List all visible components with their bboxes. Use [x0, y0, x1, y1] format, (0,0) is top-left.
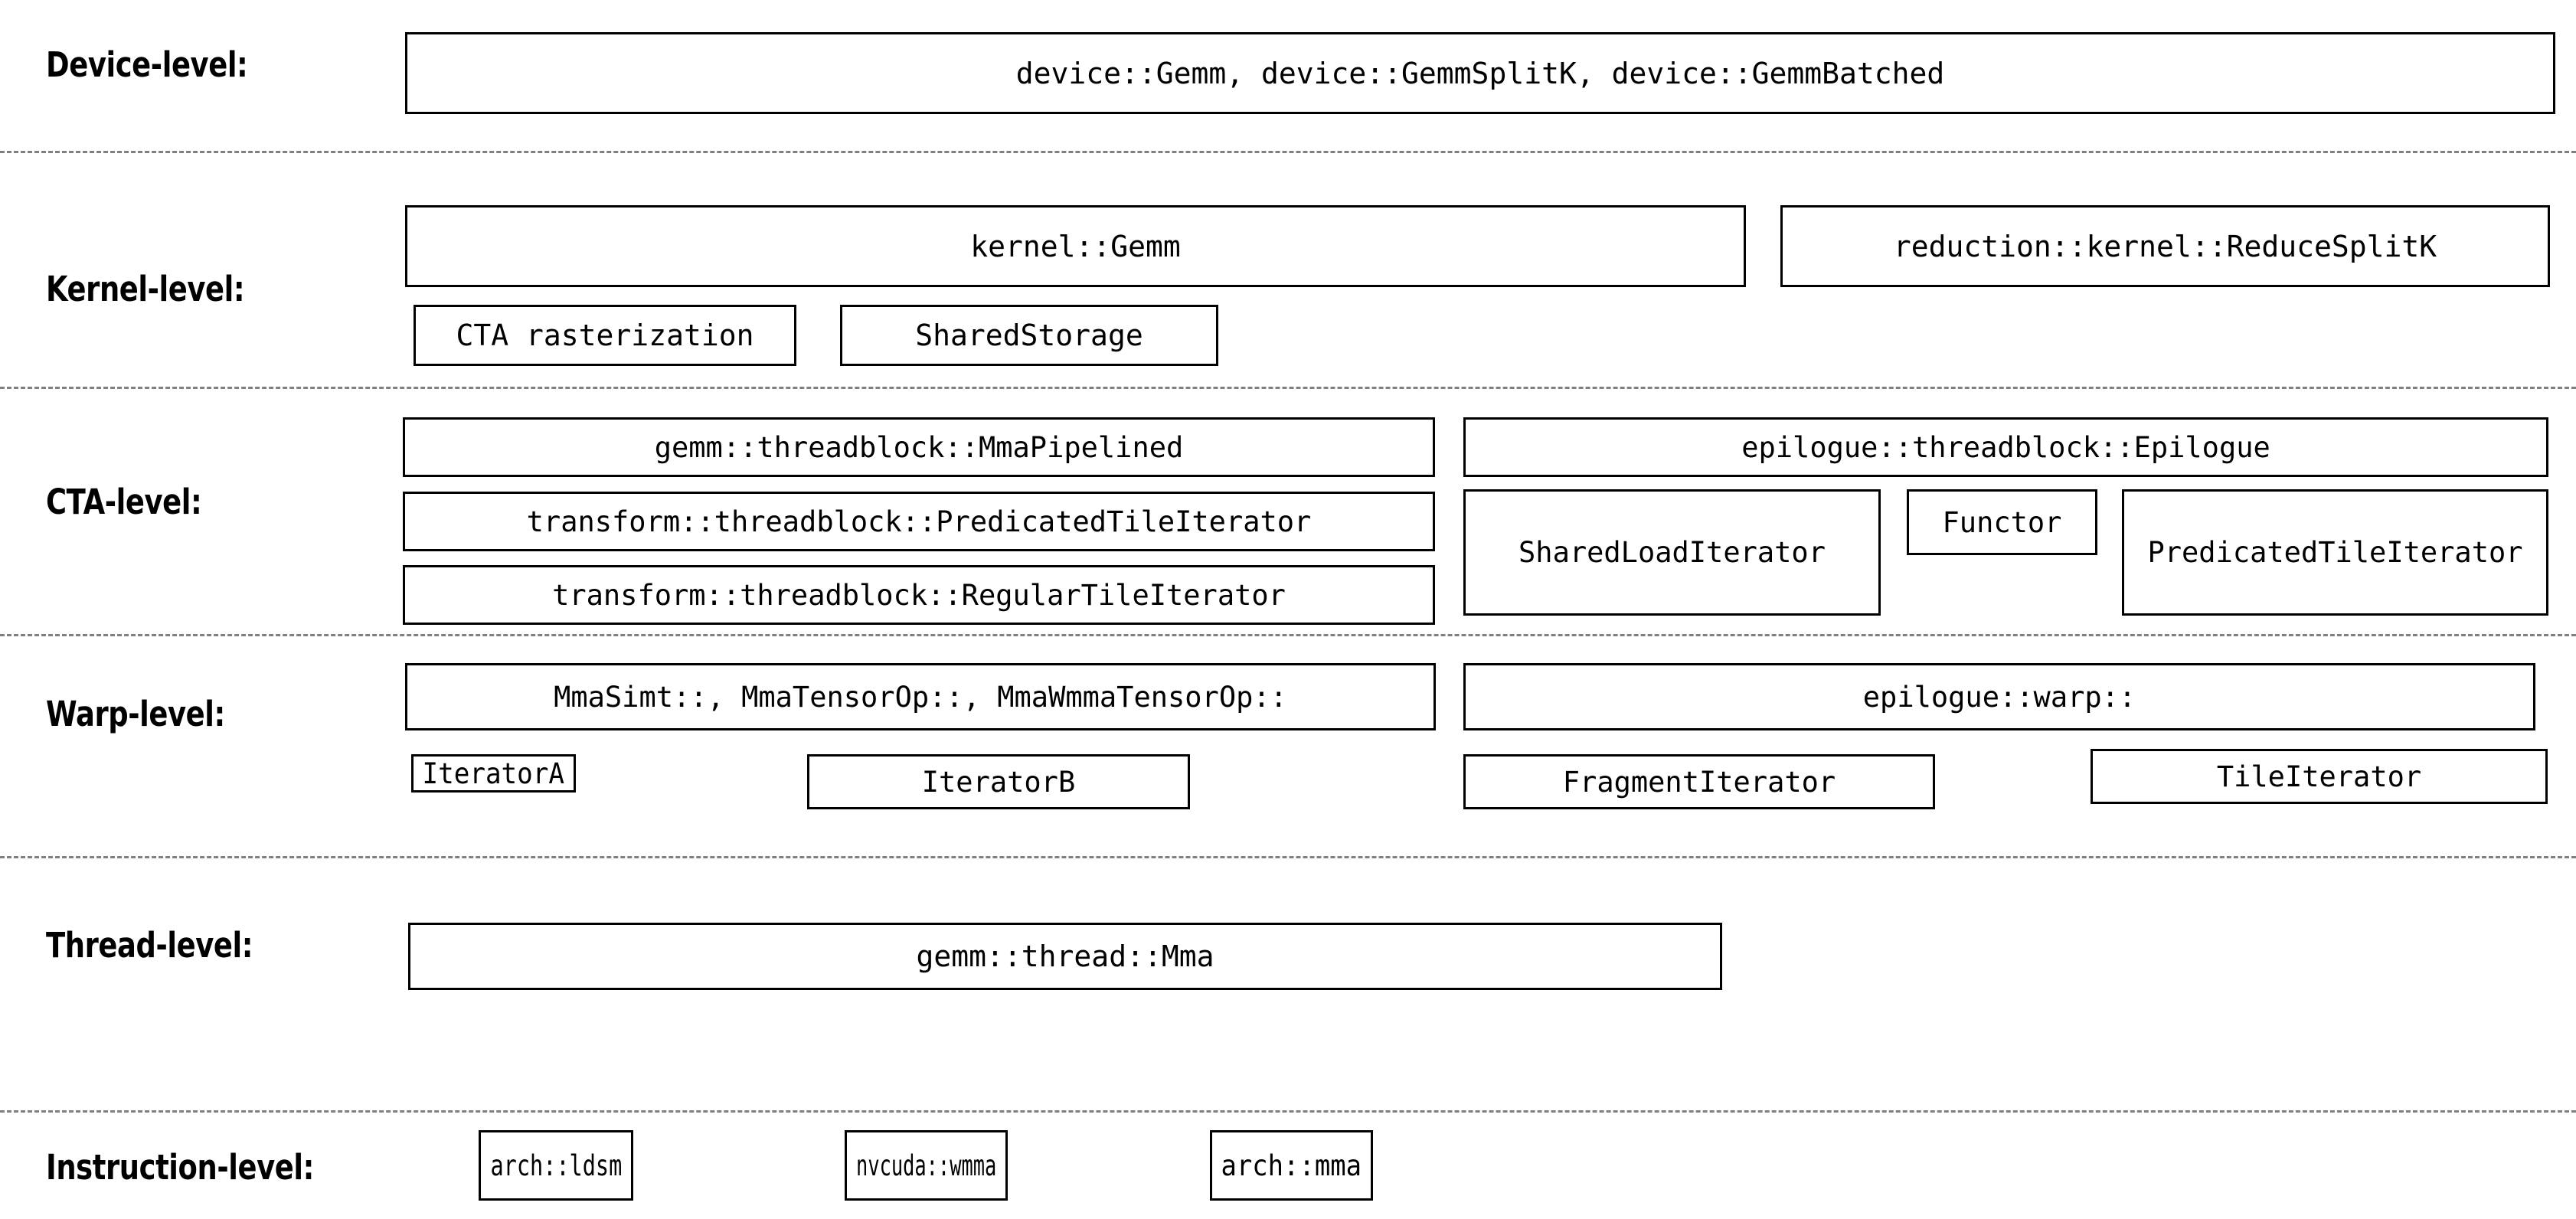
box-device-gemm-label: device::Gemm, device::GemmSplitK, device… [1015, 56, 1945, 90]
row-label-thread-level: Thread-level: [46, 925, 253, 966]
box-gemm-thread-mma[interactable]: gemm::thread::Mma [408, 923, 1722, 990]
box-cta-rasterization[interactable]: CTA rasterization [414, 305, 796, 366]
box-warp-mma-ops[interactable]: MmaSimt::, MmaTensorOp::, MmaWmmaTensorO… [405, 663, 1436, 730]
box-nvcuda-wmma[interactable]: nvcuda::wmma [845, 1130, 1008, 1201]
box-fragmentiterator-label: FragmentIterator [1562, 765, 1836, 799]
box-warp-mma-ops-label: MmaSimt::, MmaTensorOp::, MmaWmmaTensorO… [554, 680, 1287, 714]
box-fragmentiterator[interactable]: FragmentIterator [1463, 754, 1935, 809]
row-label-instruction-level: Instruction-level: [46, 1147, 314, 1188]
box-sharedloaditerator-label: SharedLoadIterator [1518, 536, 1826, 569]
box-iteratorb[interactable]: IteratorB [807, 754, 1190, 809]
box-iteratora[interactable]: IteratorA [411, 754, 576, 793]
box-epilogue-predicatedtileiterator[interactable]: PredicatedTileIterator [2122, 489, 2548, 616]
separator-device-kernel [0, 151, 2576, 153]
box-sharedstorage-label: SharedStorage [915, 319, 1143, 352]
box-kernel-gemm-label: kernel::Gemm [970, 229, 1181, 263]
box-reduction-kernel-reducesplitk-label: reduction::kernel::ReduceSplitK [1893, 229, 2437, 263]
box-arch-ldsm[interactable]: arch::ldsm [479, 1130, 633, 1201]
box-transform-threadblock-regulartileiterator[interactable]: transform::threadblock::RegularTileItera… [403, 565, 1435, 625]
box-epilogue-warp-label: epilogue::warp:: [1862, 680, 2136, 714]
box-tileiterator[interactable]: TileIterator [2091, 749, 2548, 804]
separator-cta-warp [0, 634, 2576, 636]
box-nvcuda-wmma-label: nvcuda::wmma [855, 1149, 997, 1182]
box-gemm-thread-mma-label: gemm::thread::Mma [916, 940, 1214, 973]
box-functor-label: Functor [1942, 505, 2062, 539]
box-gemm-threadblock-mmapipelined-label: gemm::threadblock::MmaPipelined [654, 430, 1184, 464]
row-label-device-level: Device-level: [46, 44, 248, 85]
box-transform-threadblock-predicatedtileiterator-label: transform::threadblock::PredicatedTileIt… [526, 505, 1312, 538]
box-arch-mma-label: arch::mma [1221, 1149, 1362, 1182]
box-epilogue-threadblock-epilogue-label: epilogue::threadblock::Epilogue [1741, 430, 2270, 464]
box-cta-rasterization-label: CTA rasterization [456, 319, 754, 352]
separator-kernel-cta [0, 387, 2576, 389]
box-iteratorb-label: IteratorB [921, 765, 1076, 799]
box-epilogue-warp[interactable]: epilogue::warp:: [1463, 663, 2535, 730]
box-transform-threadblock-predicatedtileiterator[interactable]: transform::threadblock::PredicatedTileIt… [403, 492, 1435, 551]
box-sharedloaditerator[interactable]: SharedLoadIterator [1463, 489, 1881, 616]
box-arch-ldsm-label: arch::ldsm [490, 1149, 622, 1182]
box-transform-threadblock-regulartileiterator-label: transform::threadblock::RegularTileItera… [552, 578, 1286, 612]
row-label-warp-level: Warp-level: [46, 694, 225, 734]
box-tileiterator-label: TileIterator [2216, 760, 2422, 793]
box-kernel-gemm[interactable]: kernel::Gemm [405, 205, 1746, 287]
box-arch-mma[interactable]: arch::mma [1210, 1130, 1373, 1201]
separator-thread-instruction [0, 1110, 2576, 1113]
row-label-cta-level: CTA-level: [46, 482, 202, 522]
box-reduction-kernel-reducesplitk[interactable]: reduction::kernel::ReduceSplitK [1780, 205, 2550, 287]
box-device-gemm[interactable]: device::Gemm, device::GemmSplitK, device… [405, 32, 2555, 114]
box-epilogue-predicatedtileiterator-label: PredicatedTileIterator [2147, 536, 2523, 569]
box-gemm-threadblock-mmapipelined[interactable]: gemm::threadblock::MmaPipelined [403, 417, 1435, 477]
box-iteratora-label: IteratorA [422, 757, 565, 790]
box-functor[interactable]: Functor [1907, 489, 2097, 555]
box-epilogue-threadblock-epilogue[interactable]: epilogue::threadblock::Epilogue [1463, 417, 2548, 477]
box-sharedstorage[interactable]: SharedStorage [840, 305, 1218, 366]
separator-warp-thread [0, 856, 2576, 858]
row-label-kernel-level: Kernel-level: [46, 269, 245, 309]
